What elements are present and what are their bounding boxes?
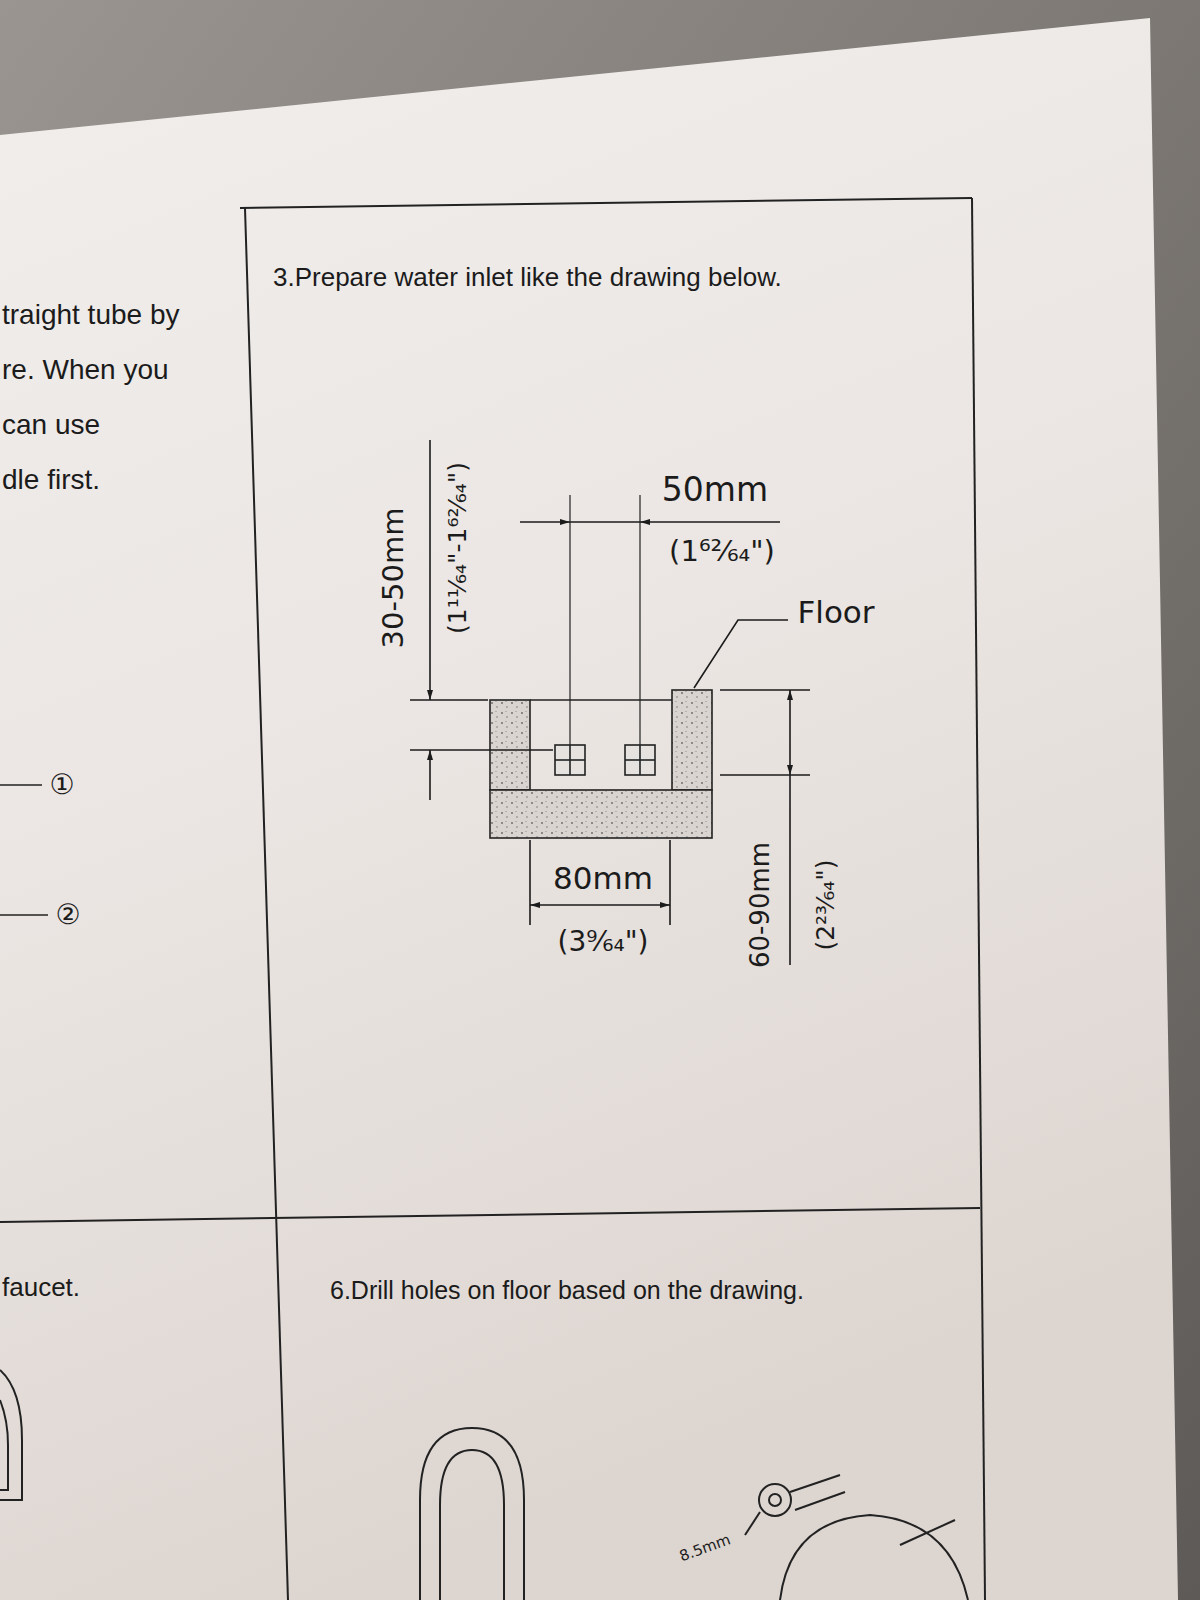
dimension-text: (1⁶²⁄₆₄") (669, 536, 775, 568)
table-cell: faucet. (0, 1225, 280, 1595)
table-cell: 6.Drill holes on floor based on the draw… (300, 1225, 970, 1595)
dimension-text: (2²³⁄₆₄") (812, 859, 840, 950)
instruction-text: can use (2, 397, 240, 452)
dimension-text: 80mm (553, 861, 653, 895)
paper-sheet (0, 18, 1178, 1600)
instruction-text: re. When you (2, 342, 240, 397)
instruction-text: 6.Drill holes on floor based on the draw… (330, 1273, 970, 1307)
faucet-illustration (0, 1370, 524, 1600)
instruction-text: faucet. (2, 1270, 280, 1304)
dimension-text: (3⁹⁄₆₄") (558, 927, 649, 958)
dimension-text: 60-90mm (746, 842, 775, 968)
callout-number: ① (49, 770, 74, 801)
table-cell: traight tube byre. When youcan usedle fi… (0, 215, 240, 1205)
dimension-text: (1¹¹⁄₆₄"-1⁶²⁄₆₄") (444, 462, 472, 634)
table-lines (0, 198, 985, 1600)
instruction-text: dle first. (2, 452, 240, 507)
drill-template (745, 1475, 968, 1600)
part-name: Floor (797, 595, 874, 629)
dimension-text: 50mm (662, 472, 768, 508)
instruction-text: traight tube by (2, 287, 240, 342)
dimension-text: 30-50mm (378, 508, 410, 649)
table-cell: 3.Prepare water inlet like the drawing b… (265, 215, 965, 1205)
callout-leaders (0, 785, 48, 915)
instruction-text: 3.Prepare water inlet like the drawing b… (273, 259, 965, 295)
callout-number: ② (55, 900, 80, 931)
